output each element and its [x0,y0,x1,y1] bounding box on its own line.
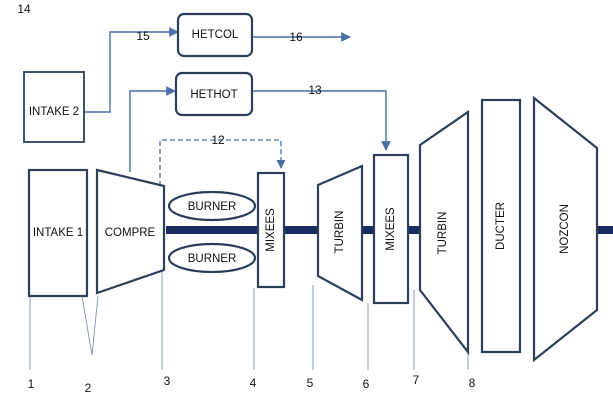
shaft-segment [166,226,258,234]
hetcol-label: HETCOL [192,29,239,41]
shaft-segment [284,226,318,234]
station-lines [29,270,469,370]
burner-top-label: BURNER [188,201,237,213]
stream-label-12: 12 [211,133,225,147]
station-label-6: 6 [363,377,370,391]
turbin-2-label: TURBIN [437,212,449,255]
shaft-segment [362,226,374,234]
nozcon-label: NOZCON [559,204,571,254]
ducter-block: DUCTER [480,98,522,354]
mixees-1-block: MIXEES [256,171,286,289]
shaft-segment [408,226,420,234]
station-label-8: 8 [469,376,476,390]
station-label-3: 3 [164,374,171,388]
intake-2-block: INTAKE 2 [23,71,85,143]
compressor-block: COMPRE [95,168,166,295]
stream-label-16: 16 [289,30,303,44]
shaft-segment [597,226,613,234]
hetcol-block: HETCOL [176,12,254,58]
station-label-4: 4 [250,376,257,390]
intake-2-label: INTAKE 2 [29,106,79,118]
mixees-2-block: MIXEES [372,153,410,305]
stream-label-13: 13 [308,83,322,97]
mixees-2-label: MIXEES [385,207,397,251]
hethot-block: HETHOT [174,71,254,117]
turbin-1-label: TURBIN [334,211,346,254]
station-label-7: 7 [413,373,420,387]
station-label-5: 5 [307,376,314,390]
station-label-2: 2 [85,381,92,395]
stream-label-15: 15 [136,29,150,43]
burner-top-block: BURNER [167,190,257,222]
mixees-1-label: MIXEES [265,208,277,252]
stream-label-14: 14 [17,2,31,16]
burner-bottom-label: BURNER [188,253,237,265]
flow-lines [84,27,391,186]
hethot-label: HETHOT [190,89,237,101]
station-label-1: 1 [28,377,35,391]
ducter-label: DUCTER [495,202,507,250]
turbin-1-block: TURBIN [316,164,364,302]
burner-bottom-block: BURNER [167,242,257,274]
nozcon-block: NOZCON [532,95,599,363]
turbin-2-block: TURBIN [418,109,470,356]
intake-1-label: INTAKE 1 [33,227,83,239]
intake-1-block: INTAKE 1 [27,168,89,298]
compressor-label: COMPRE [105,227,156,239]
